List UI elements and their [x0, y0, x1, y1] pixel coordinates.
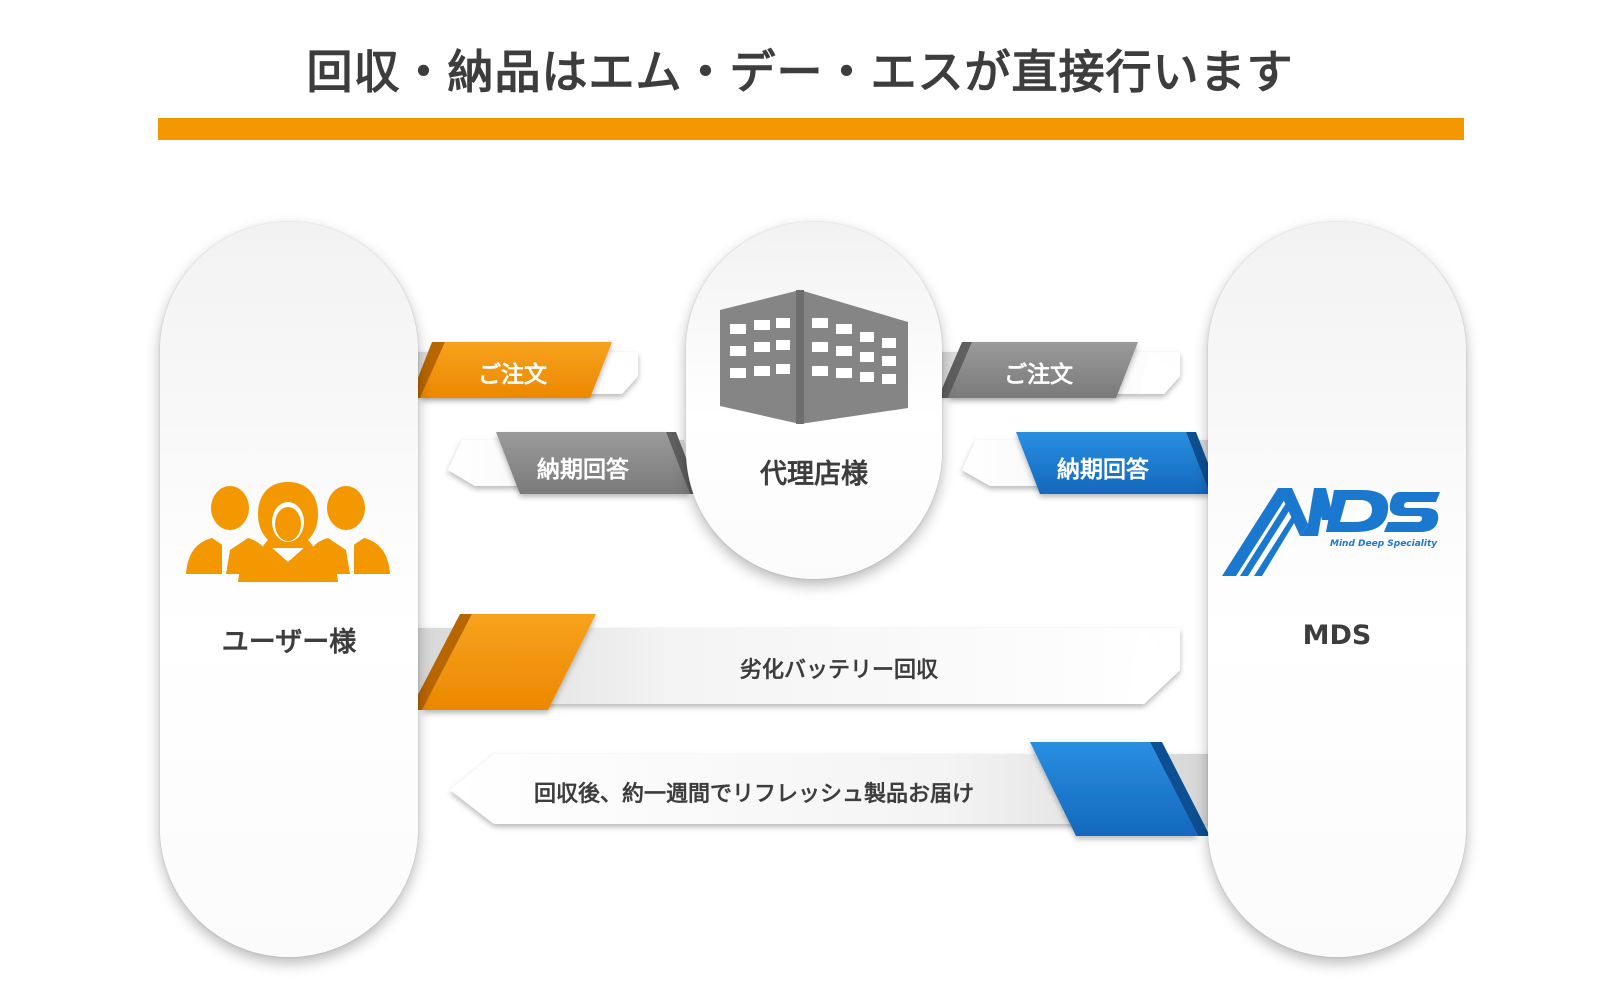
- agency-label: 代理店様: [760, 459, 868, 490]
- building-icon: [720, 290, 908, 424]
- user-node: [160, 222, 418, 957]
- arrow-order-agency-mds: [938, 342, 1180, 398]
- user-label: ユーザー様: [221, 627, 357, 658]
- arrow-order-user-agency: [405, 342, 638, 398]
- arrow-battery-collect: [405, 614, 1180, 710]
- ribbon-reply-mds-label: 納期回答: [1057, 457, 1149, 483]
- ribbon-order-user-label: ご注文: [478, 362, 547, 388]
- ribbon-order-agency-label: ご注文: [1004, 362, 1073, 388]
- users-group-icon: [186, 482, 390, 582]
- mds-logo-icon: Mind Deep Speciality: [1222, 488, 1440, 576]
- mds-node: [1208, 222, 1466, 957]
- ribbon-battery-collect-label: 劣化バッテリー回収: [740, 658, 939, 683]
- ribbon-refresh-deliver-label: 回収後、約一週間でリフレッシュ製品お届け: [534, 782, 975, 807]
- arrow-reply-agency-user: [448, 432, 700, 494]
- arrow-refresh-deliver: [450, 742, 1210, 836]
- logo-tagline: Mind Deep Speciality: [1330, 539, 1438, 549]
- page-title: 回収・納品はエム・デー・エスが直接行います: [306, 45, 1294, 99]
- title-underline: [158, 118, 1464, 140]
- mds-label: MDS: [1302, 620, 1372, 651]
- ribbon-reply-agency-label: 納期回答: [537, 457, 629, 483]
